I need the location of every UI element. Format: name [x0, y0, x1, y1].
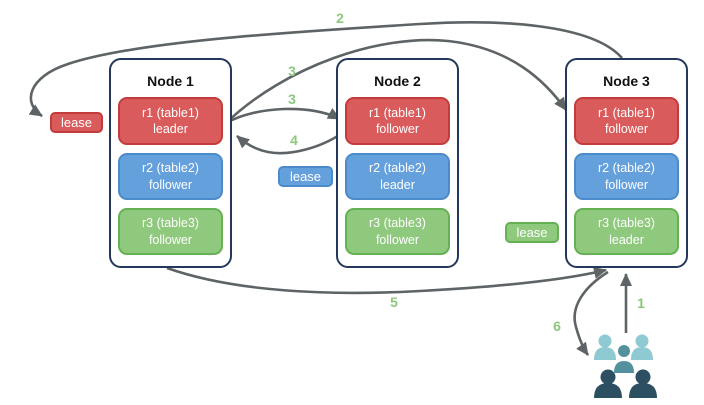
- step-number-3b: 3: [288, 91, 296, 107]
- range-label-line1: r1 (table1): [598, 105, 655, 120]
- range-label-line1: r1 (table1): [369, 105, 426, 120]
- lease-badge-range2: lease: [278, 166, 333, 187]
- node-3-range-r2: r2 (table2) follower: [574, 153, 679, 200]
- node-3-title: Node 3: [603, 73, 650, 89]
- users-back-row: [594, 334, 653, 360]
- node-3-box: Node 3 r1 (table1) follower r2 (table2) …: [565, 58, 688, 268]
- step-number-2: 2: [336, 10, 344, 26]
- node-1-range-r1: r1 (table1) leader: [118, 97, 223, 145]
- step-number-3a: 3: [288, 63, 296, 79]
- node-2-box: Node 2 r1 (table1) follower r2 (table2) …: [336, 58, 459, 268]
- arrow-step3-node1-to-node3: [224, 38, 568, 125]
- range-label-line1: r3 (table3): [598, 216, 655, 231]
- range-label-line1: r3 (table3): [142, 216, 199, 231]
- node-2-range-r1: r1 (table1) follower: [345, 97, 450, 145]
- range-label-line2: follower: [604, 177, 649, 192]
- step-number-5: 5: [390, 294, 398, 310]
- range-label-line2: leader: [380, 177, 415, 192]
- node-3-range-r3: r3 (table3) leader: [574, 208, 679, 255]
- users-middle-person: [614, 345, 634, 373]
- arrow-step3-node1-to-node2: [225, 107, 341, 125]
- range-label-line1: r2 (table2): [598, 161, 655, 176]
- range-label-line2: follower: [604, 122, 649, 136]
- range-label-line1: r1 (table1): [142, 105, 199, 120]
- arrow-step6-node3-to-users: [573, 270, 609, 356]
- range-label-line2: follower: [375, 122, 420, 136]
- range-label-line2: follower: [148, 232, 193, 247]
- node-1-box: Node 1 r1 (table1) leader r2 (table2) fo…: [109, 58, 232, 268]
- step-number-6: 6: [553, 318, 561, 334]
- range-label-line2: follower: [148, 177, 193, 192]
- node-1-range-r2: r2 (table2) follower: [118, 153, 223, 200]
- lease-badge-range1: lease: [50, 112, 103, 133]
- range-label-line2: leader: [609, 232, 644, 247]
- arrow-step2-node3-to-lease1: [28, 21, 623, 118]
- range-label-line2: follower: [375, 232, 420, 247]
- node-1-title: Node 1: [147, 73, 194, 89]
- node-2-range-r3: r3 (table3) follower: [345, 208, 450, 255]
- range-label-line1: r2 (table2): [142, 161, 199, 176]
- node-2-title: Node 2: [374, 73, 421, 89]
- step-number-1: 1: [637, 295, 645, 311]
- node-1-range-r3: r3 (table3) follower: [118, 208, 223, 255]
- users-front-row: [594, 369, 657, 398]
- arrow-step4-node2-to-node1: [236, 127, 349, 155]
- node-2-range-r2: r2 (table2) leader: [345, 153, 450, 200]
- step-number-4: 4: [290, 132, 298, 148]
- arrow-step5-node1-to-node3: [166, 266, 607, 295]
- range-label-line1: r2 (table2): [369, 161, 426, 176]
- range-label-line1: r3 (table3): [369, 216, 426, 231]
- range-label-line2: leader: [153, 122, 188, 136]
- node-3-range-r1: r1 (table1) follower: [574, 97, 679, 145]
- lease-badge-range3: lease: [505, 222, 559, 243]
